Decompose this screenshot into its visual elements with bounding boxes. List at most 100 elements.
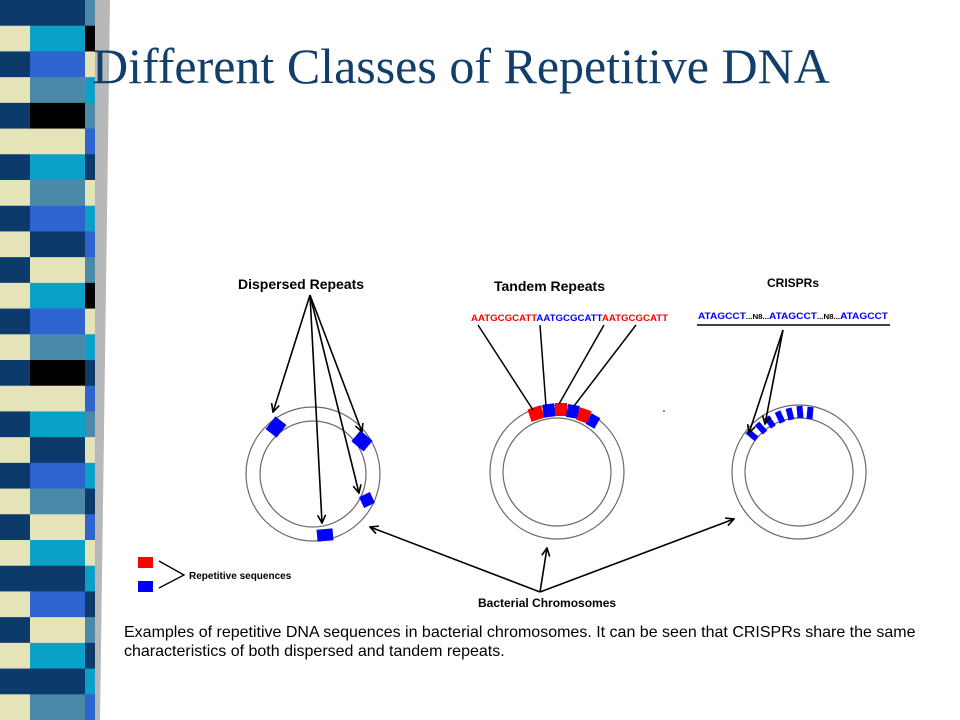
stripe-band (30, 180, 85, 207)
stripe-band (85, 385, 95, 412)
stripe-band (0, 540, 30, 567)
crisprs-label: CRISPRs (767, 276, 819, 290)
stripe-band (85, 180, 95, 207)
stripe-band (85, 0, 95, 27)
stripe-band (30, 51, 85, 78)
stripe-band (85, 411, 95, 438)
slide-title: Different Classes of Repetitive DNA (92, 38, 830, 94)
stripe-band (30, 308, 85, 335)
stripe-band (85, 308, 95, 335)
stripe-band (30, 334, 85, 361)
stray-dot (663, 410, 665, 412)
crispr-repeat-2: ATAGCCT (769, 311, 817, 321)
stripe-band (0, 565, 30, 592)
stripe-band (0, 437, 30, 464)
stripe-band (85, 437, 95, 464)
crispr-spacer-2: ...N8... (817, 314, 840, 321)
stripe-band (85, 25, 95, 52)
dispersed-repeats-label: Dispersed Repeats (238, 276, 364, 292)
crispr-spacer-1: ...N8... (746, 314, 769, 321)
stripe-band (85, 282, 95, 310)
stripe-band (30, 668, 85, 695)
stripe-band (85, 462, 95, 490)
decorative-color-stripe (0, 0, 110, 720)
tandem-chromosome (489, 404, 625, 540)
stripe-band (0, 77, 30, 104)
stripe-band (30, 411, 85, 438)
stripe-band (30, 437, 85, 464)
dispersed-repeat-block (316, 528, 334, 542)
stripe-band (0, 231, 30, 258)
stripe-band (0, 514, 30, 541)
stripe-band (0, 205, 30, 232)
legend-label: Repetitive sequences (189, 571, 292, 582)
dispersed-repeat-block (265, 416, 287, 438)
tandem-unit-3: AATGCGCATT (602, 313, 669, 323)
stripe-band (85, 257, 95, 284)
stripe-band (0, 180, 30, 207)
stripe-band (85, 514, 95, 541)
tandem-unit-1: AATGCGCATT (471, 313, 538, 323)
stripe-band (30, 488, 85, 515)
crispr-repeat-1: ATAGCCT (698, 311, 746, 321)
stripe-band (85, 694, 95, 720)
stripe-band (0, 617, 30, 644)
stripe-band (0, 694, 30, 720)
stripe-band (30, 0, 85, 27)
stripe-band (30, 257, 85, 284)
stripe-band (0, 360, 30, 387)
stripe-band (0, 668, 30, 695)
stripe-band (30, 205, 85, 232)
stripe-band (0, 51, 30, 78)
stripe-band (30, 565, 85, 592)
crispr-repeat-3: ATAGCCT (840, 311, 888, 321)
stripe-band (30, 591, 85, 618)
stripe-band (30, 77, 85, 104)
stripe-band (30, 360, 85, 387)
stripe-band (85, 642, 95, 670)
stripe-band (30, 462, 85, 490)
stripe-band (85, 51, 95, 78)
stripe-band (85, 565, 95, 592)
chromosome-arrows (370, 519, 734, 593)
stripe-band (0, 102, 30, 130)
stripe-band (85, 668, 95, 695)
stripe-band (0, 642, 30, 670)
stripe-band (85, 128, 95, 155)
stripe-band (85, 231, 95, 258)
dispersed-repeat-block (351, 430, 373, 452)
stripe-band (30, 385, 85, 412)
tandem-pointer-lines (477, 324, 637, 411)
stripe-band (0, 334, 30, 361)
stripe-band (0, 411, 30, 438)
stripe-band (85, 591, 95, 618)
stripe-band (85, 205, 95, 232)
figure-caption: Examples of repetitive DNA sequences in … (124, 624, 916, 660)
stripe-band (0, 308, 30, 335)
stripe-band (0, 154, 30, 181)
stripe-band (0, 591, 30, 618)
stripe-band (0, 385, 30, 412)
stripe-band (0, 257, 30, 284)
stripe-band (30, 617, 85, 644)
dispersed-arrows (273, 294, 362, 523)
stripe-band (85, 77, 95, 104)
stripe-band (85, 617, 95, 644)
stripe-band (85, 540, 95, 567)
stripe-band (85, 102, 95, 130)
stripe-band (30, 25, 85, 52)
legend-blue-swatch (138, 581, 153, 592)
bacterial-chromosomes-label: Bacterial Chromosomes (478, 596, 616, 610)
stripe-band (30, 231, 85, 258)
stripe-band (85, 488, 95, 515)
tandem-unit-2: AATGCGCATT (536, 313, 603, 323)
stripe-band (0, 25, 30, 52)
stripe-band (30, 128, 85, 155)
stripe-band (85, 360, 95, 387)
crispr-arrows (749, 329, 784, 433)
tandem-repeats-label: Tandem Repeats (494, 278, 605, 294)
stripe-band (0, 282, 30, 310)
stripe-band (0, 128, 30, 155)
stripe-band (0, 488, 30, 515)
repetitive-sequences-legend: Repetitive sequences (138, 557, 292, 592)
